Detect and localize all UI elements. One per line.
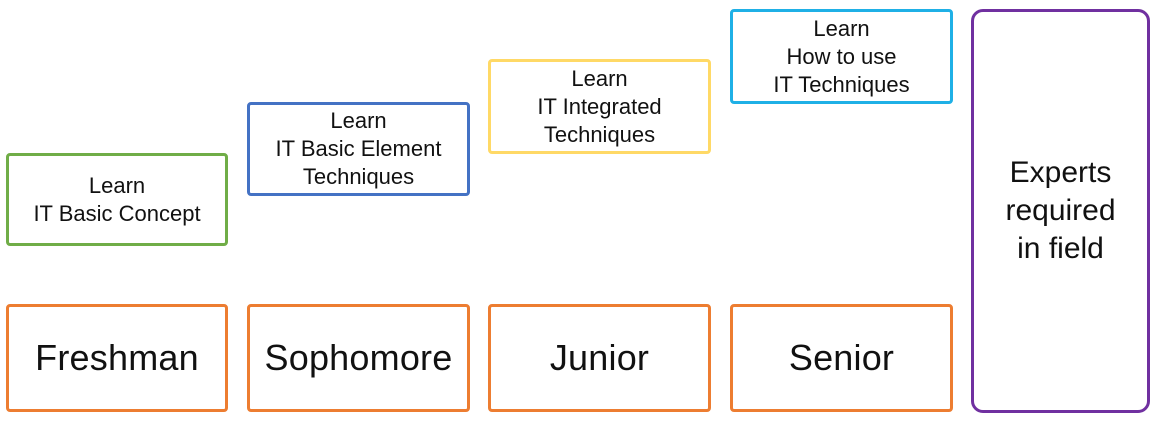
year-label: Freshman	[35, 337, 199, 378]
learn-box-senior: Learn How to use IT Techniques	[730, 9, 953, 104]
year-label: Sophomore	[264, 337, 453, 378]
learn-box-junior: Learn IT Integrated Techniques	[488, 59, 711, 154]
learn-box-line: IT Basic Concept	[33, 200, 201, 226]
learn-box-line: IT Basic Element	[275, 136, 442, 161]
experts-line: in field	[1017, 232, 1104, 265]
experts-box: Experts required in field	[971, 9, 1150, 413]
learn-box-line: Techniques	[543, 121, 656, 147]
learn-box-line: IT Integrated	[537, 93, 662, 119]
experts-line: Experts	[1009, 156, 1112, 189]
learn-box-sophomore: Learn IT Basic Element Techniques	[247, 102, 470, 196]
year-box-freshman: Freshman	[6, 304, 228, 412]
learn-box-line: Techniques	[302, 164, 415, 189]
learn-box-line: Learn	[813, 15, 870, 41]
year-label: Junior	[549, 337, 650, 378]
year-box-senior: Senior	[730, 304, 953, 412]
learn-box-line: How to use	[786, 43, 897, 69]
learn-box-line: Learn	[571, 65, 628, 91]
experts-line: required	[1005, 194, 1116, 227]
learn-box-line: Learn	[88, 172, 146, 198]
year-label: Senior	[788, 337, 895, 378]
learn-box-freshman: Learn IT Basic Concept	[6, 153, 228, 246]
year-box-junior: Junior	[488, 304, 711, 412]
year-box-sophomore: Sophomore	[247, 304, 470, 412]
learn-box-line: IT Techniques	[773, 71, 910, 97]
learn-box-line: Learn	[330, 108, 387, 133]
